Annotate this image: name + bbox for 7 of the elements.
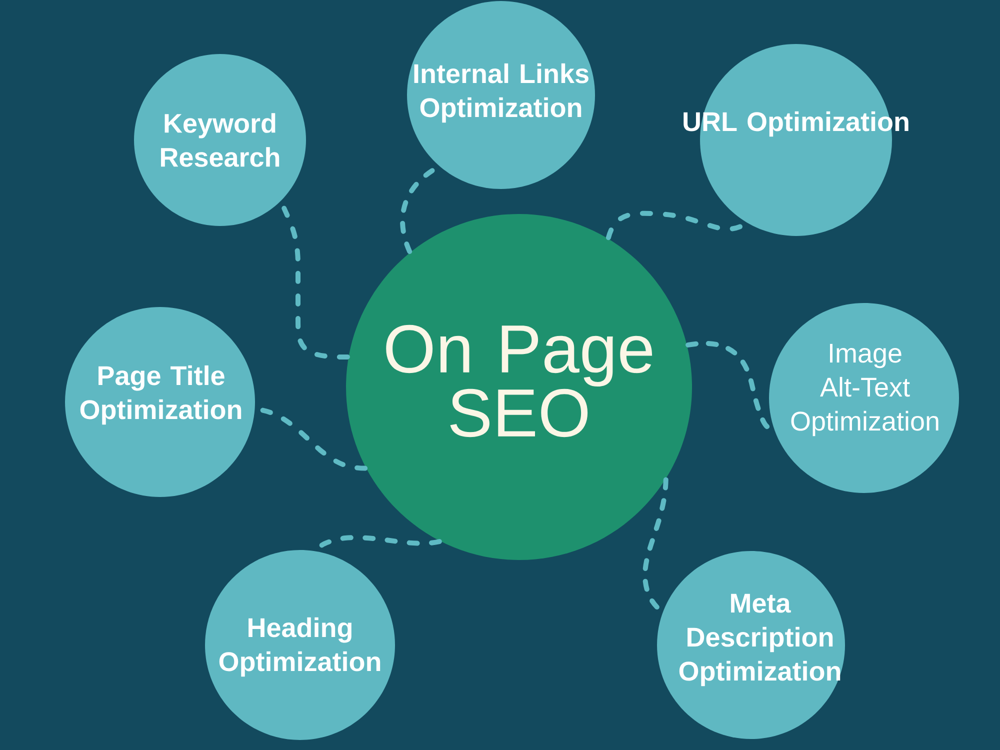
connector-line bbox=[400, 168, 435, 254]
connector-line bbox=[642, 477, 668, 610]
connector-line bbox=[282, 206, 350, 360]
connector-line bbox=[319, 535, 442, 548]
connector-line bbox=[686, 340, 770, 430]
connector-line bbox=[260, 408, 368, 471]
connector-line bbox=[606, 210, 744, 240]
